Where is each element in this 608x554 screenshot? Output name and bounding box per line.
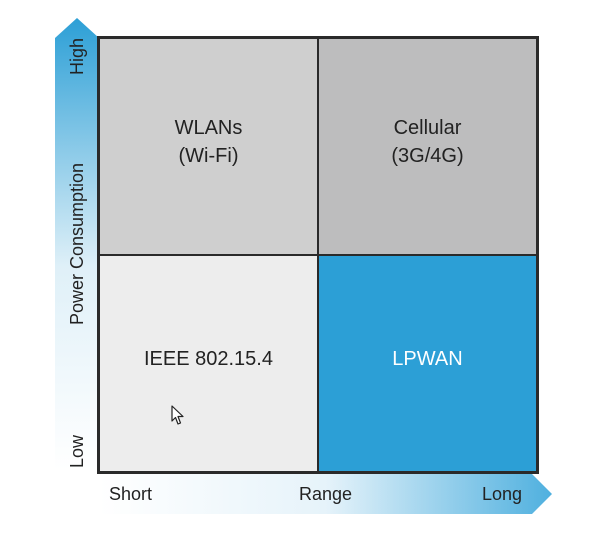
y-axis-arrow: Low Power Consumption High <box>55 18 99 470</box>
quadrant-wlans-title: WLANs <box>174 116 243 139</box>
y-axis-arrow-shape <box>55 18 99 470</box>
x-axis-arrow-shape <box>99 474 552 514</box>
quadrant-wlans: WLANs (Wi-Fi) <box>100 39 317 254</box>
quadrant-lpwan-title: LPWAN <box>392 347 463 370</box>
x-axis-title: Range <box>298 484 353 504</box>
y-axis-high-label: High <box>67 38 87 76</box>
quadrant-cellular-title: Cellular <box>393 116 462 139</box>
mouse-pointer-icon <box>171 405 184 425</box>
x-axis-high-label: Long <box>481 484 522 504</box>
y-axis-title: Power Consumption <box>67 162 87 326</box>
quadrant-cellular-subtitle: (3G/4G) <box>391 144 464 167</box>
quadrant-ieee-802-15-4: IEEE 802.15.4 <box>100 256 317 471</box>
x-axis-arrow: Short Range Long <box>99 474 552 514</box>
quadrant-cellular: Cellular (3G/4G) <box>319 39 536 254</box>
quadrant-grid: WLANs (Wi-Fi) Cellular (3G/4G) IEEE 802.… <box>97 36 539 474</box>
x-axis-low-label: Short <box>109 484 153 504</box>
quadrant-lpwan: LPWAN <box>319 256 536 471</box>
y-axis-labels: Low Power Consumption High <box>57 18 97 470</box>
quadrant-wlans-subtitle: (Wi-Fi) <box>178 144 239 167</box>
quadrant-ieee-title: IEEE 802.15.4 <box>144 347 273 370</box>
